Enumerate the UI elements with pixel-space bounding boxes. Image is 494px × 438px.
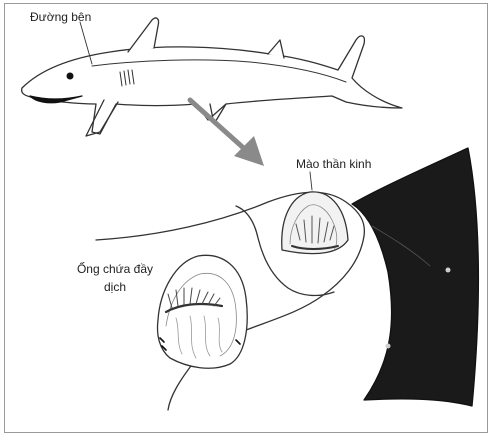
neuromast-dome — [282, 192, 348, 254]
skin-block — [352, 148, 478, 406]
neuromast-label: Mào thần kinh — [296, 156, 371, 172]
lateral-line-label: Đường bên — [30, 9, 91, 25]
fluid-filled-canal — [158, 255, 248, 368]
shark-dorsal-fin — [128, 18, 159, 52]
canal-label: Ống chứa đầy dịch — [70, 260, 160, 296]
shark-eye — [67, 73, 74, 80]
zoom-arrow — [190, 100, 264, 166]
